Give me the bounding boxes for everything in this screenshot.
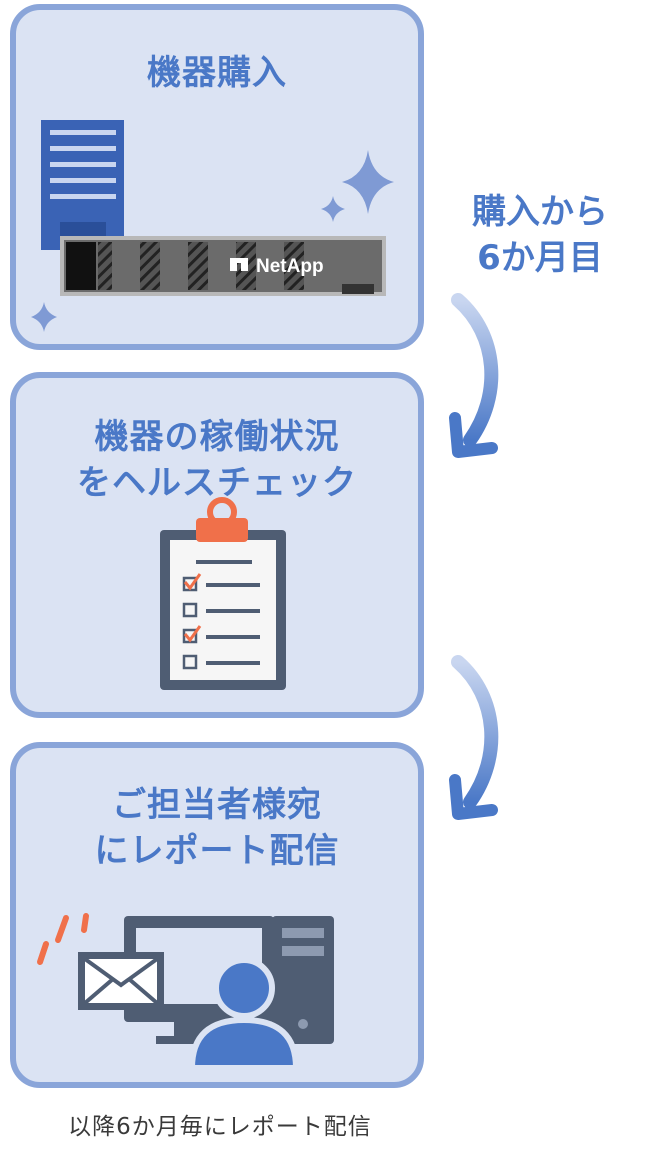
envelope-icon [78,952,164,1010]
footer-note: 以降6か月毎にレポート配信 [68,1114,372,1140]
netapp-logo-text: NetApp [256,256,324,277]
transition-label: 購入から 6か月目 [472,192,608,278]
sparkle-icon-corner [31,302,57,332]
netapp-storage-icon: NetApp [60,236,386,296]
sparkle-icon [342,150,394,214]
curved-arrow-down-icon-2 [449,655,499,820]
curved-arrow-down-icon [449,293,499,458]
notification-marks-icon [37,913,89,965]
step-title-health-check: 機器の稼働状況 をヘルスチェック [77,417,357,503]
sparkle-icon-small [321,196,345,222]
step-title-report: ご担当者様宛 にレポート配信 [94,785,340,871]
step-title-purchase: 機器購入 [147,53,287,93]
